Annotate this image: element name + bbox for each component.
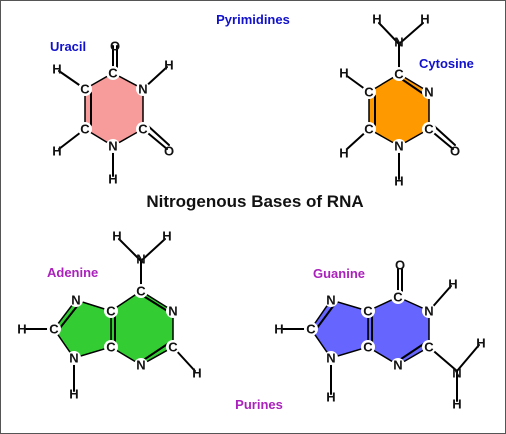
atom-hydrogen: H xyxy=(394,174,403,189)
atom-hydrogen: H xyxy=(108,172,117,187)
adenine-ring-five xyxy=(53,299,112,359)
guanine-ring-five xyxy=(310,299,369,359)
group-label-purines: Purines xyxy=(235,397,283,412)
atom-hydrogen: H xyxy=(326,390,335,405)
atom-carbon: C xyxy=(364,85,374,100)
atom-hydrogen: H xyxy=(164,58,173,73)
adenine-ring-six xyxy=(110,290,174,366)
atoms: O C N H C O N H C H C H H H N C N C O N … xyxy=(17,12,485,412)
atom-carbon: C xyxy=(363,340,373,355)
diagram-title: Nitrogenous Bases of RNA xyxy=(146,192,363,211)
atom-carbon: C xyxy=(424,340,434,355)
atom-hydrogen: H xyxy=(339,146,348,161)
atom-nitrogen: N xyxy=(452,366,461,381)
atom-oxygen: O xyxy=(395,258,405,273)
atom-nitrogen: N xyxy=(394,139,403,154)
atom-carbon: C xyxy=(306,322,316,337)
atom-hydrogen: H xyxy=(452,397,461,412)
atom-knockouts xyxy=(47,66,436,372)
molecule-label-guanine: Guanine xyxy=(313,266,365,281)
atom-carbon: C xyxy=(394,67,404,82)
atom-nitrogen: N xyxy=(424,85,433,100)
atom-carbon: C xyxy=(106,304,116,319)
atom-nitrogen: N xyxy=(71,293,80,308)
atom-hydrogen: H xyxy=(112,229,121,244)
atom-nitrogen: N xyxy=(108,139,117,154)
atom-carbon: C xyxy=(363,304,373,319)
atom-carbon: C xyxy=(136,284,146,299)
atom-nitrogen: N xyxy=(394,35,403,50)
atom-hydrogen: H xyxy=(17,322,26,337)
atom-carbon: C xyxy=(106,340,116,355)
atom-carbon: C xyxy=(80,82,90,97)
atom-nitrogen: N xyxy=(393,358,402,373)
atom-carbon: C xyxy=(168,340,178,355)
atom-hydrogen: H xyxy=(52,144,61,159)
guanine-ring-six xyxy=(367,296,430,366)
atom-carbon: C xyxy=(364,122,374,137)
atom-hydrogen: H xyxy=(339,66,348,81)
atom-hydrogen: H xyxy=(448,277,457,292)
atom-nitrogen: N xyxy=(326,293,335,308)
atom-carbon: C xyxy=(49,322,59,337)
atom-hydrogen: H xyxy=(372,12,381,27)
group-label-pyrimidines: Pyrimidines xyxy=(216,12,290,27)
atom-carbon: C xyxy=(393,290,403,305)
atom-nitrogen: N xyxy=(326,351,335,366)
atom-hydrogen: H xyxy=(420,12,429,27)
atom-nitrogen: N xyxy=(136,252,145,267)
atom-oxygen: O xyxy=(450,144,460,159)
uracil-ring xyxy=(84,72,144,147)
atom-hydrogen: H xyxy=(476,336,485,351)
atom-oxygen: O xyxy=(110,39,120,54)
atom-oxygen: O xyxy=(164,144,174,159)
atom-hydrogen: H xyxy=(192,366,201,381)
atom-nitrogen: N xyxy=(168,304,177,319)
atom-carbon: C xyxy=(138,122,148,137)
atom-hydrogen: H xyxy=(274,322,283,337)
cytosine-ring xyxy=(368,73,430,147)
atom-carbon: C xyxy=(80,122,90,137)
atom-hydrogen: H xyxy=(162,229,171,244)
atom-nitrogen: N xyxy=(138,82,147,97)
molecule-label-adenine: Adenine xyxy=(47,265,98,280)
atom-hydrogen: H xyxy=(69,387,78,402)
atom-carbon: C xyxy=(108,66,118,81)
atom-nitrogen: N xyxy=(69,351,78,366)
atom-nitrogen: N xyxy=(424,304,433,319)
molecule-label-cytosine: Cytosine xyxy=(419,56,474,71)
atom-hydrogen: H xyxy=(52,62,61,77)
atom-nitrogen: N xyxy=(136,358,145,373)
atom-carbon: C xyxy=(424,122,434,137)
molecule-label-uracil: Uracil xyxy=(50,39,86,54)
